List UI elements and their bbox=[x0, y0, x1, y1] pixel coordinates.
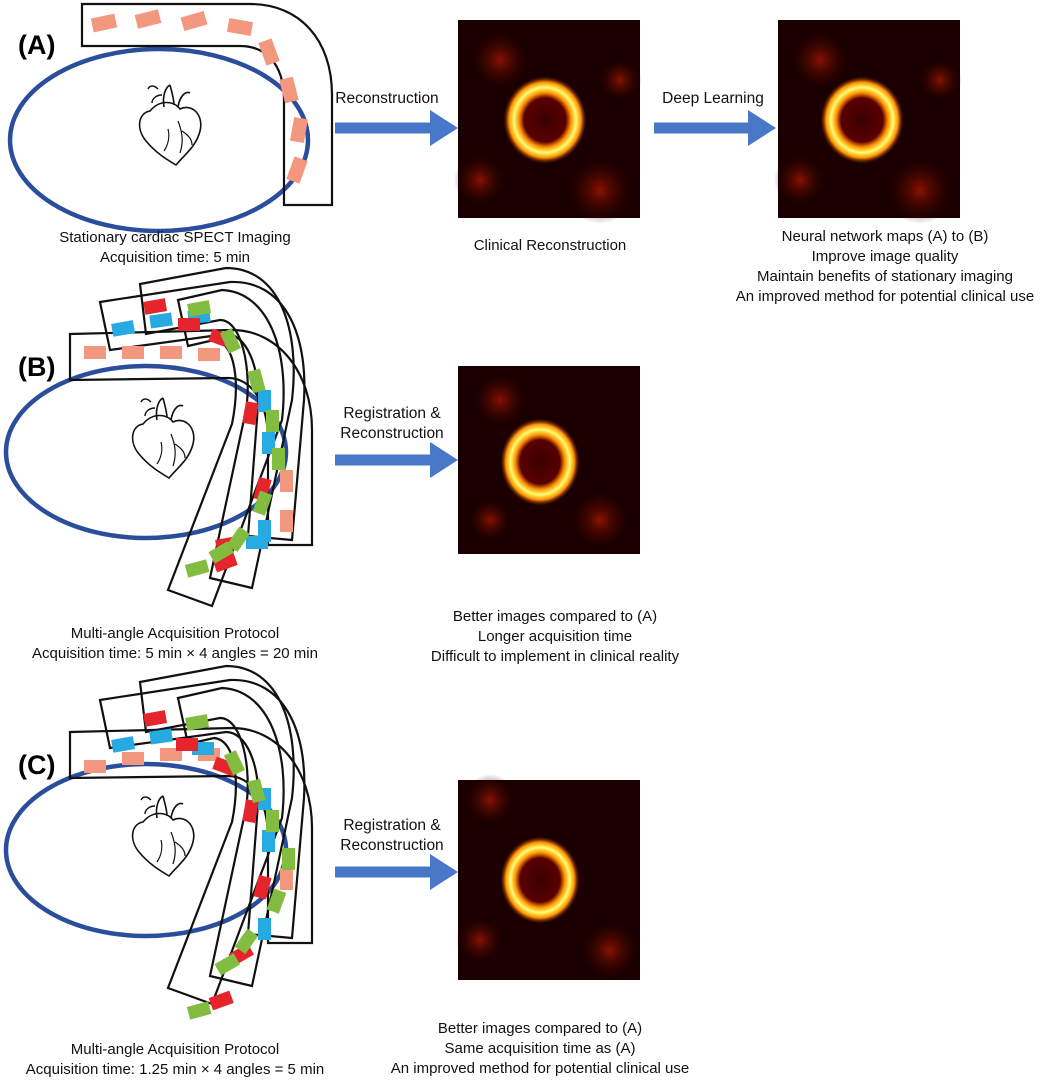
patient-torso-ellipse bbox=[3, 761, 289, 939]
caption-deep-learning: Neural network maps (A) to (B) Improve i… bbox=[735, 228, 1035, 305]
patient-torso-ellipse bbox=[3, 363, 289, 541]
heart-icon bbox=[131, 795, 195, 877]
multi-angle-detector-bands bbox=[68, 266, 314, 608]
detector-modules bbox=[90, 9, 308, 184]
caption-stationary: Stationary cardiac SPECT Imaging Acquisi… bbox=[59, 229, 291, 266]
arrow-head bbox=[430, 854, 458, 890]
caption-result-b: Better images compared to (A) Longer acq… bbox=[430, 608, 680, 665]
arrow-label-registration-c: Registration & Reconstruction bbox=[340, 817, 444, 854]
arrow-head bbox=[748, 110, 776, 146]
heart-icon bbox=[138, 84, 202, 166]
panel-label-b: (B) bbox=[18, 352, 56, 382]
caption-clinical-reconstruction: Clinical Reconstruction bbox=[473, 237, 627, 254]
detector-modules bbox=[84, 298, 293, 578]
panel-c bbox=[3, 664, 640, 1020]
panel-label-c: (C) bbox=[18, 750, 56, 780]
panel-a bbox=[7, 2, 962, 234]
panel-b bbox=[3, 266, 640, 608]
multi-angle-detector-bands bbox=[68, 664, 314, 1006]
arrow-head bbox=[430, 110, 458, 146]
patient-torso-ellipse bbox=[7, 46, 311, 234]
arrow-label-registration-b: Registration & Reconstruction bbox=[340, 405, 444, 442]
deep-learning-image bbox=[774, 20, 962, 224]
caption-result-c: Better images compared to (A) Same acqui… bbox=[390, 1020, 690, 1077]
arrow-head bbox=[430, 442, 458, 478]
clinical-reconstruction-image bbox=[454, 20, 642, 224]
multi-angle-reconstruction-image bbox=[458, 366, 640, 554]
panel-label-a: (A) bbox=[18, 30, 56, 60]
short-multi-angle-reconstruction-image bbox=[456, 774, 640, 980]
heart-icon bbox=[131, 397, 195, 479]
arrow-label-deep-learning: Deep Learning bbox=[662, 90, 764, 107]
detector-modules bbox=[84, 710, 295, 1020]
stationary-detector-band bbox=[80, 2, 334, 207]
caption-multi-angle-c: Multi-angle Acquisition Protocol Acquisi… bbox=[25, 1041, 325, 1078]
caption-multi-angle-b: Multi-angle Acquisition Protocol Acquisi… bbox=[32, 625, 318, 662]
arrow-label-reconstruction: Reconstruction bbox=[335, 90, 439, 107]
